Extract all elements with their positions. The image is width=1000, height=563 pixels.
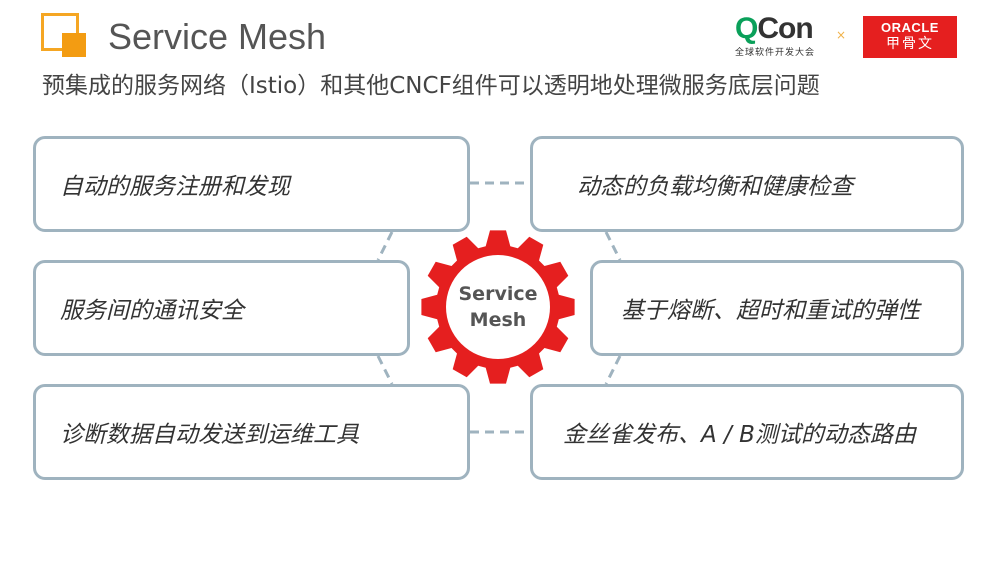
- qcon-logo: QCon 全球软件开发大会: [735, 12, 825, 59]
- feature-telemetry: 诊断数据自动发送到运维工具: [33, 384, 470, 480]
- qcon-logo-subtitle: 全球软件开发大会: [735, 48, 816, 58]
- gear-label-line1: Service: [458, 283, 538, 305]
- logo-separator: ×: [836, 28, 847, 42]
- qcon-logo-q: Q: [735, 12, 758, 45]
- gear-icon: [421, 230, 575, 384]
- feature-dynamic-routing: 金丝雀发布、A / B测试的动态路由: [530, 384, 964, 480]
- feature-label: 服务间的通讯安全: [60, 298, 244, 324]
- qcon-logo-con: Con: [757, 12, 813, 45]
- feature-label: 自动的服务注册和发现: [60, 174, 290, 200]
- feature-label: 金丝雀发布、A / B测试的动态路由: [563, 422, 916, 448]
- connector-left-upper: [376, 231, 394, 261]
- gear-center: [446, 255, 550, 359]
- slide-title: Service Mesh: [108, 16, 327, 57]
- oracle-logo: ORACLE 甲骨文: [863, 16, 957, 58]
- feature-secure-communication: 服务间的通讯安全: [33, 260, 410, 356]
- feature-service-discovery: 自动的服务注册和发现: [33, 136, 470, 232]
- oracle-logo-name: ORACLE: [881, 20, 939, 35]
- connector-right-upper: [604, 231, 622, 261]
- feature-resilience: 基于熔断、超时和重试的弹性: [590, 260, 964, 356]
- connector-left-lower: [376, 355, 394, 385]
- connector-right-lower: [604, 355, 622, 385]
- feature-label: 基于熔断、超时和重试的弹性: [621, 298, 920, 324]
- gear-label: Service Mesh: [446, 281, 550, 333]
- oracle-logo-cn: 甲骨文: [886, 36, 934, 52]
- slide-subtitle: 预集成的服务网络（Istio）和其他CNCF组件可以透明地处理微服务底层问题: [42, 73, 820, 99]
- feature-label: 动态的负载均衡和健康检查: [577, 174, 853, 200]
- feature-load-balancing: 动态的负载均衡和健康检查: [530, 136, 964, 232]
- gear-label-line2: Mesh: [469, 309, 527, 331]
- brand-square-filled: [62, 33, 86, 57]
- feature-label: 诊断数据自动发送到运维工具: [60, 422, 359, 448]
- brand-square-outline: [41, 13, 79, 51]
